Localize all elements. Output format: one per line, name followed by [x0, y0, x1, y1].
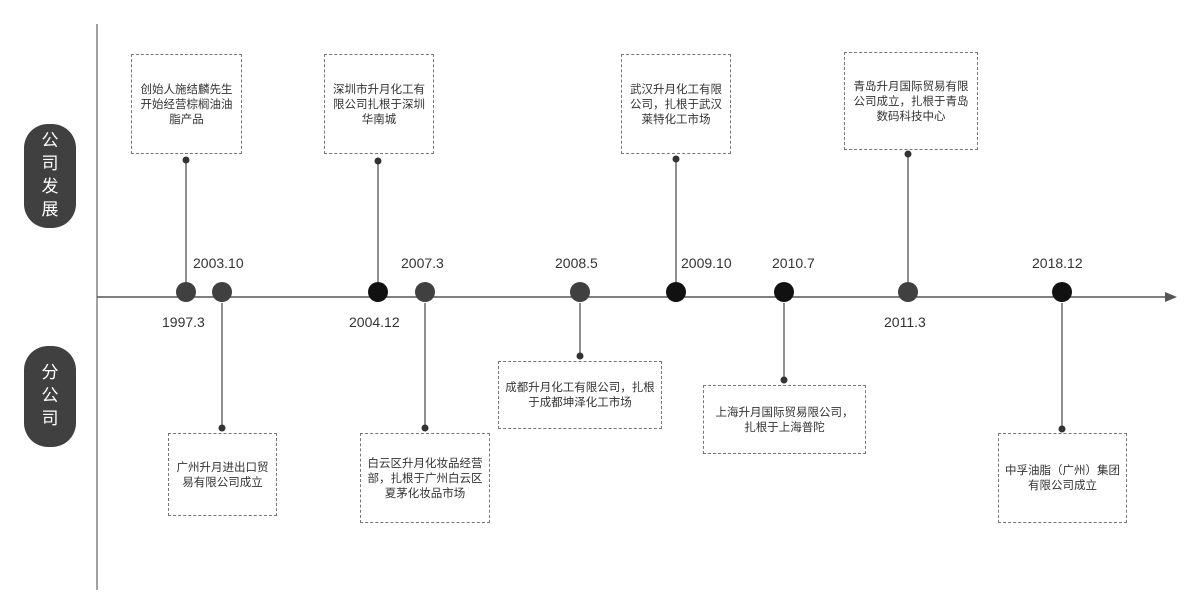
year-2009: 2009.10: [681, 255, 732, 271]
event-box-2008: 成都升月化工有限公司，扎根于成都坤泽化工市场: [498, 361, 662, 429]
node-1997: [176, 282, 196, 302]
event-text-2008: 成都升月化工有限公司，扎根于成都坤泽化工市场: [505, 380, 655, 409]
section-top-label: 公司发展: [41, 131, 59, 220]
node-2003: [212, 282, 232, 302]
dot-2010: [780, 376, 788, 384]
section-company-development: 公司发展: [24, 124, 76, 228]
node-2004: [368, 282, 388, 302]
year-2007: 2007.3: [401, 255, 444, 271]
event-box-1997: 创始人施结麟先生开始经营棕榈油油脂产品: [131, 54, 242, 154]
event-box-2007: 白云区升月化妆品经营部，扎根于广州白云区夏茅化妆品市场: [360, 433, 490, 523]
timeline-arrowhead: [1165, 292, 1177, 302]
year-2018: 2018.12: [1032, 255, 1083, 271]
event-text-2007: 白云区升月化妆品经营部，扎根于广州白云区夏茅化妆品市场: [367, 455, 483, 500]
event-text-2003: 广州升月进出口贸易有限公司成立: [176, 459, 269, 489]
event-text-1997: 创始人施结麟先生开始经营棕榈油油脂产品: [140, 81, 233, 126]
node-2010: [774, 282, 794, 302]
event-text-2018: 中孚油脂（广州）集团有限公司成立: [1005, 463, 1120, 492]
year-2010: 2010.7: [772, 255, 815, 271]
node-2018: [1052, 282, 1072, 302]
event-text-2009: 武汉升月化工有限公司，扎根于武汉莱特化工市场: [630, 81, 722, 126]
dot-2004: [374, 157, 382, 165]
node-2008: [570, 282, 590, 302]
event-text-2011: 青岛升月国际贸易有限公司成立，扎根于青岛数码科技中心: [853, 78, 969, 123]
dot-2009: [672, 155, 680, 163]
dot-2008: [576, 352, 584, 360]
dot-2007: [421, 424, 429, 432]
section-branches: 分公司: [24, 346, 76, 447]
year-2003: 2003.10: [193, 255, 244, 271]
event-text-2004: 深圳市升月化工有限公司扎根于深圳华南城: [333, 81, 425, 126]
year-2008: 2008.5: [555, 255, 598, 271]
dot-2018: [1058, 425, 1066, 433]
year-2011: 2011.3: [884, 314, 926, 330]
year-2004: 2004.12: [349, 314, 400, 330]
event-box-2011: 青岛升月国际贸易有限公司成立，扎根于青岛数码科技中心: [844, 52, 978, 150]
event-box-2004: 深圳市升月化工有限公司扎根于深圳华南城: [324, 54, 434, 154]
section-bottom-label: 分公司: [41, 363, 59, 429]
event-text-2010: 上海升月国际贸易限公司，扎根于上海普陀: [715, 404, 854, 434]
node-2011: [898, 282, 918, 302]
dot-2003: [218, 424, 226, 432]
event-box-2009: 武汉升月化工有限公司，扎根于武汉莱特化工市场: [621, 54, 731, 154]
node-2009: [666, 282, 686, 302]
event-box-2018: 中孚油脂（广州）集团有限公司成立: [998, 433, 1127, 523]
node-2007: [415, 282, 435, 302]
event-box-2010: 上海升月国际贸易限公司，扎根于上海普陀: [703, 385, 866, 454]
year-1997: 1997.3: [162, 314, 205, 330]
dot-1997: [182, 156, 190, 164]
event-box-2003: 广州升月进出口贸易有限公司成立: [168, 433, 277, 516]
dot-2011: [904, 150, 912, 158]
